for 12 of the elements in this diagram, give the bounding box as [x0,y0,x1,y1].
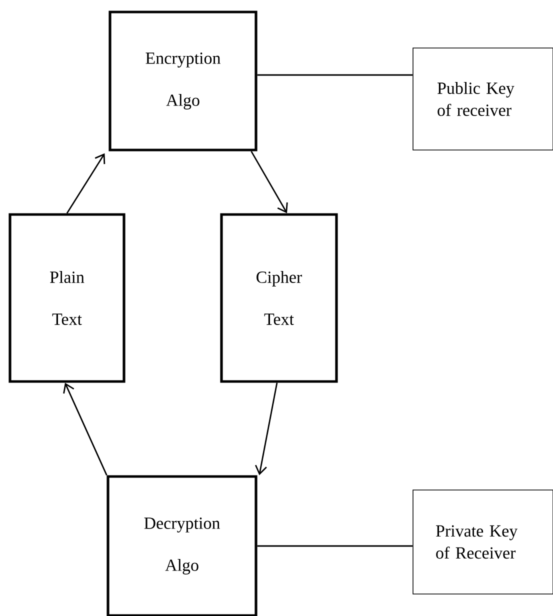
key-box: Private Key of Receiver [412,490,553,594]
arrow [250,150,288,214]
process-box: Decryption Algo [106,475,258,616]
arrow [255,382,278,476]
key-box: Public Key of receiver [412,48,553,150]
process-box: Plain Text [8,213,126,383]
process-box: Encryption Algo [108,10,258,152]
arrow [63,382,108,476]
process-box: Cipher Text [220,213,338,383]
arrow [66,153,106,214]
connector-line [257,545,413,547]
connector-line [257,74,413,76]
